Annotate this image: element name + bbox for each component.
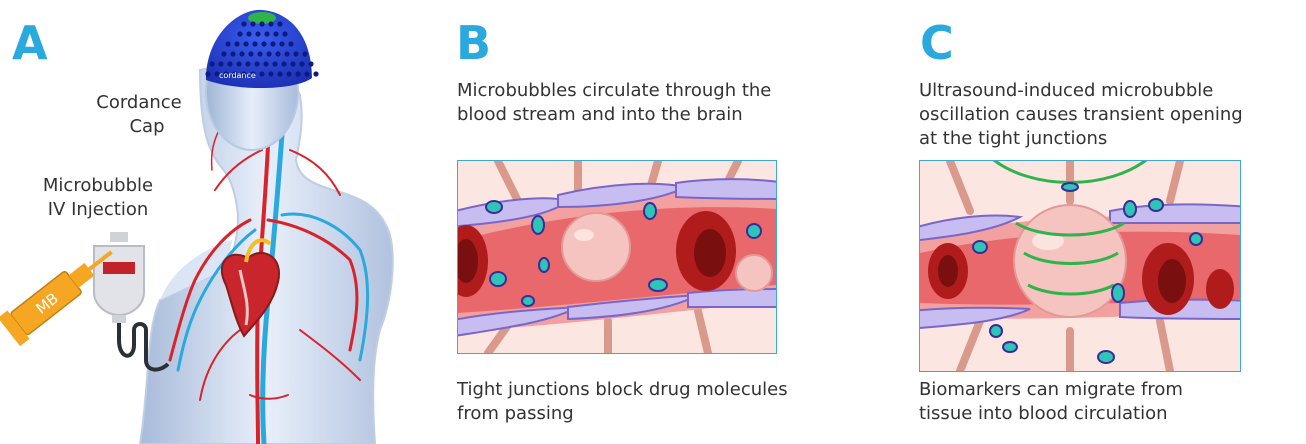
cap-electrode [282, 31, 287, 36]
cap-electrode [209, 61, 214, 66]
cap-electrode [205, 71, 210, 76]
cap-electrode [259, 71, 264, 76]
cap-electrode [268, 21, 273, 26]
injection-label: Microbubble IV Injection [18, 174, 178, 222]
cap-electrode [246, 31, 251, 36]
cap-electrode [261, 41, 266, 46]
cap-electrode [290, 61, 295, 66]
cap-electrode [254, 61, 259, 66]
cap-electrode [230, 51, 235, 56]
cap-electrode [239, 51, 244, 56]
cap-electrode [266, 51, 271, 56]
cap-electrode [245, 61, 250, 66]
panel-c-caption-bottom: Biomarkers can migrate from tissue into … [919, 378, 1304, 426]
cap-electrode [302, 51, 307, 56]
panel-c-caption-top: Ultrasound-induced microbubble oscillati… [919, 79, 1304, 150]
cap-electrode [236, 61, 241, 66]
cap-electrode [273, 31, 278, 36]
blood-vessel-closed-illustration [457, 160, 777, 354]
cap-electrode [304, 71, 309, 76]
panel-c-caption-top-line1: Ultrasound-induced microbubble [919, 79, 1304, 103]
cap-electrode [259, 21, 264, 26]
cap-electrode [268, 71, 273, 76]
panel-c-caption-top-line2: oscillation causes transient opening [919, 103, 1304, 127]
cap-electrode [277, 21, 282, 26]
cap-electrode [225, 41, 230, 46]
cap-logo: cordance [219, 71, 256, 80]
panel-c-caption-top-line3: at the tight junctions [919, 127, 1304, 151]
cap-electrode [308, 61, 313, 66]
blood-vessel-open-illustration [919, 160, 1241, 372]
panel-b-caption-bottom-line2: from passing [457, 402, 877, 426]
cap-label: Cordance Cap [64, 91, 214, 139]
cap-electrode [264, 31, 269, 36]
cap-electrode [281, 61, 286, 66]
cap-electrode [221, 51, 226, 56]
cap-electrode [270, 41, 275, 46]
cap-electrode [252, 41, 257, 46]
cap-electrode [263, 61, 268, 66]
cap-electrode [293, 51, 298, 56]
cap-electrode [279, 41, 284, 46]
panel-c-caption-bottom-line1: Biomarkers can migrate from [919, 378, 1304, 402]
cap-electrode [248, 51, 253, 56]
human-illustration: cordance MB [0, 0, 400, 444]
cap-electrode [218, 61, 223, 66]
cap-label-line2: Cap [64, 115, 214, 139]
cap-electrode [237, 31, 242, 36]
cap-electrode [313, 71, 318, 76]
panel-c-caption-bottom-line2: tissue into blood circulation [919, 402, 1304, 426]
cap-electrode [272, 61, 277, 66]
panel-letter-a: A [12, 20, 48, 66]
cap-electrode [275, 51, 280, 56]
cap-electrode [284, 51, 289, 56]
cap-electrode [241, 21, 246, 26]
cap-electrode [243, 41, 248, 46]
cap-electrode [288, 41, 293, 46]
cap-label-line1: Cordance [64, 91, 214, 115]
panel-letter-b: B [456, 20, 491, 66]
panel-b-caption-bottom-line1: Tight junctions block drug molecules [457, 378, 877, 402]
cap-electrode [255, 31, 260, 36]
panel-letter-c: C [920, 20, 954, 66]
cap-electrode [257, 51, 262, 56]
cap-electrode [234, 41, 239, 46]
injection-label-line1: Microbubble [18, 174, 178, 198]
cap-electrode [295, 71, 300, 76]
injection-label-line2: IV Injection [18, 198, 178, 222]
cap-electrode [277, 71, 282, 76]
panel-b-caption-top-line1: Microbubbles circulate through the [457, 79, 877, 103]
panel-b-caption-bottom: Tight junctions block drug molecules fro… [457, 378, 877, 426]
cap-electrode [299, 61, 304, 66]
panel-b-caption-top-line2: blood stream and into the brain [457, 103, 877, 127]
cap-electrode [227, 61, 232, 66]
cap-electrode [250, 21, 255, 26]
oscillating-microbubble [1014, 205, 1126, 317]
panel-b-caption-top: Microbubbles circulate through the blood… [457, 79, 877, 127]
cap-electrode [286, 71, 291, 76]
